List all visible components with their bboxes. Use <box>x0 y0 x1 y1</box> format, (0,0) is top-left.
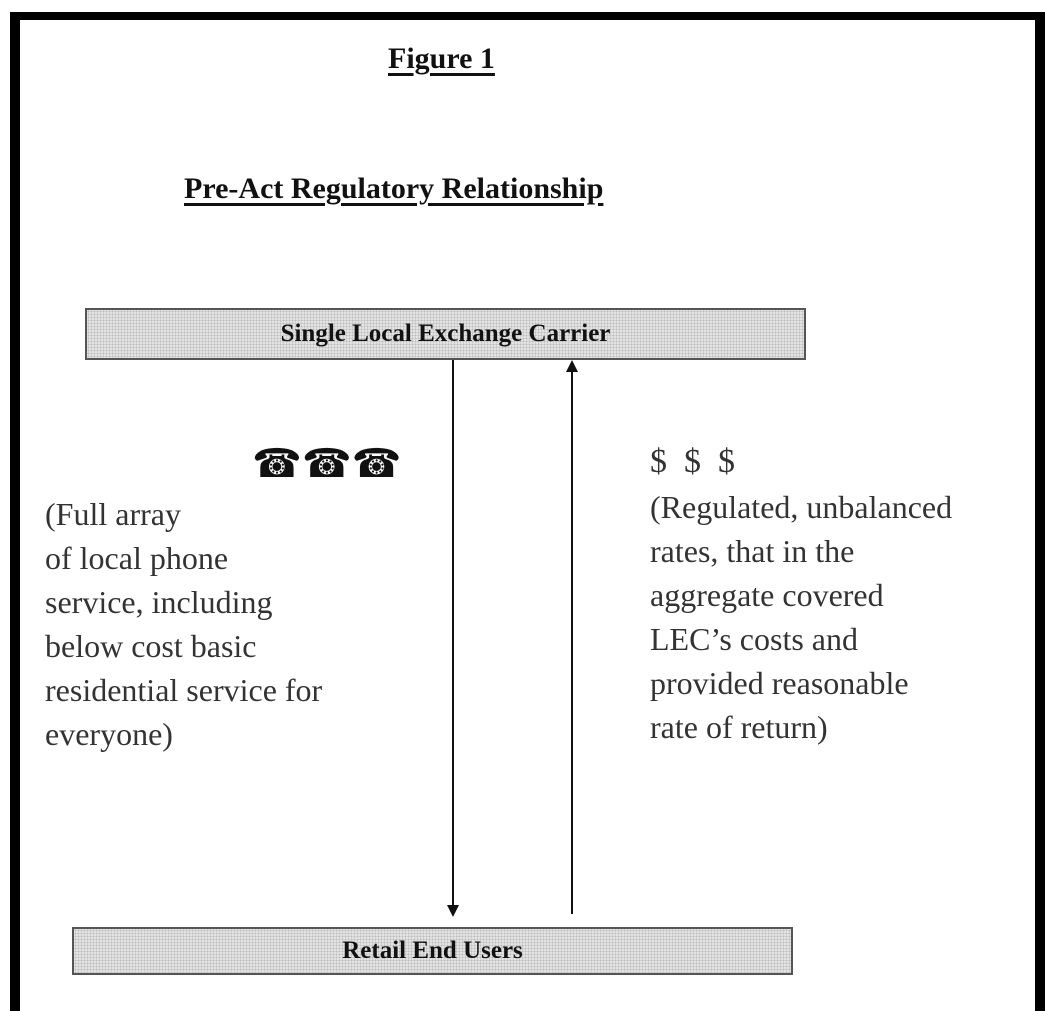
service-arrow-down <box>447 360 459 917</box>
rates-line: aggregate covered <box>650 577 884 613</box>
service-line: everyone) <box>45 716 173 752</box>
rates-line: (Regulated, unbalanced <box>650 489 953 525</box>
service-description: (Full array of local phone service, incl… <box>45 492 425 756</box>
service-line: service, including <box>45 584 273 620</box>
dollar-symbols: $ $ $ <box>650 443 735 480</box>
rates-line: rates, that in the <box>650 533 855 569</box>
service-line: below cost basic <box>45 628 257 664</box>
service-line: residential service for <box>45 672 323 708</box>
diagram-subtitle: Pre-Act Regulatory Relationship <box>184 172 604 205</box>
payment-arrow-up <box>566 360 578 914</box>
frame-left-border <box>10 12 20 1011</box>
lec-node-box: Single Local Exchange Carrier <box>85 308 806 360</box>
rates-line: rate of return) <box>650 709 828 745</box>
frame-top-border <box>10 12 1045 20</box>
end-users-node-box: Retail End Users <box>72 927 793 975</box>
rates-line: LEC’s costs and <box>650 621 858 657</box>
telephone-icon: ☎☎☎ <box>252 441 402 487</box>
lec-node-label: Single Local Exchange Carrier <box>280 320 611 347</box>
service-line: of local phone <box>45 540 229 576</box>
frame-right-border <box>1035 12 1045 1011</box>
rates-line: provided reasonable <box>650 665 909 701</box>
figure-title: Figure 1 <box>388 42 495 75</box>
service-line: (Full array <box>45 496 181 532</box>
end-users-node-label: Retail End Users <box>342 937 523 964</box>
rates-description: (Regulated, unbalanced rates, that in th… <box>650 485 1030 749</box>
